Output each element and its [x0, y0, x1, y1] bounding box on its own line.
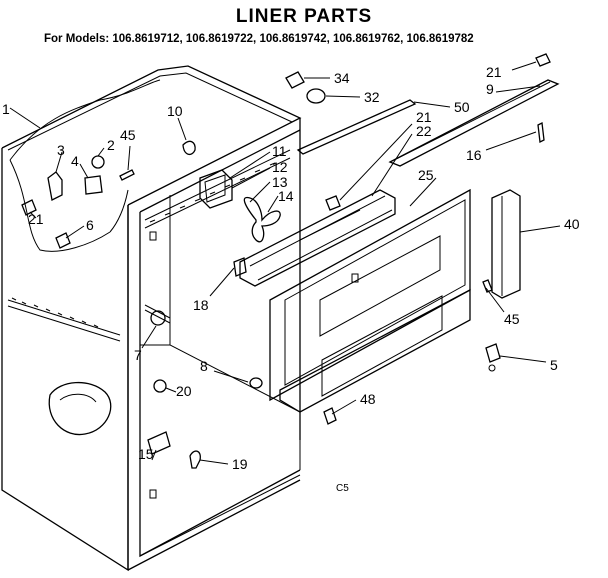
part-5-icon	[485, 343, 501, 363]
part-3-icon	[47, 171, 63, 201]
callouts: 1 2 3 4 45 10 21 6 11 12 13 14 18 7 8 20…	[2, 64, 580, 494]
cabinet-liner	[1, 65, 302, 572]
callout-34: 34	[334, 70, 350, 86]
part-12-fan-motor-icon	[199, 169, 233, 209]
callout-25: 25	[418, 167, 434, 183]
part-10-icon	[182, 140, 196, 156]
callout-8: 8	[200, 358, 208, 374]
callout-40: 40	[564, 216, 580, 232]
part-19-icon	[189, 450, 201, 469]
part-40-icon	[491, 189, 521, 299]
callout-45-right: 45	[504, 311, 520, 327]
callout-6: 6	[86, 217, 94, 233]
part-6-icon	[55, 232, 71, 249]
part-48-icon	[323, 407, 337, 425]
diagram-title: LINER PARTS	[235, 6, 373, 27]
parts-left	[21, 140, 281, 469]
part-21-left-icon	[325, 195, 341, 211]
callout-21-upper: 21	[416, 109, 432, 125]
callout-9: 9	[486, 81, 494, 97]
part-8-icon	[249, 377, 263, 389]
part-45-screw-icon	[482, 279, 493, 293]
part-18-icon	[233, 257, 247, 277]
callout-10: 10	[167, 103, 183, 119]
diagram-code: C5	[336, 483, 349, 494]
callout-19: 19	[232, 456, 248, 472]
part-7-icon	[150, 310, 166, 326]
callout-5: 5	[550, 357, 558, 373]
part-15-icon	[147, 431, 171, 455]
callout-2: 2	[107, 137, 115, 153]
callout-22: 22	[416, 123, 432, 139]
part-4-icon	[84, 175, 103, 195]
part-45-screw-icon	[119, 169, 135, 181]
leader-lines	[9, 61, 561, 465]
parts-right-upper	[239, 53, 560, 425]
callout-13: 13	[272, 174, 288, 190]
callout-48: 48	[360, 391, 376, 407]
callout-14: 14	[278, 188, 294, 204]
part-9-trim-icon	[388, 79, 560, 167]
part-34-icon	[285, 71, 305, 89]
callout-50: 50	[454, 99, 470, 115]
callout-45-left: 45	[120, 127, 136, 143]
part-16-screw-icon	[537, 122, 545, 143]
callout-11: 11	[272, 143, 287, 159]
part-20-icon	[153, 379, 167, 393]
part-32-icon	[306, 88, 326, 104]
callout-20: 20	[176, 383, 192, 399]
callout-12: 12	[272, 159, 288, 175]
callout-4: 4	[71, 153, 79, 169]
callout-21-left: 21	[28, 211, 44, 227]
callout-3: 3	[57, 142, 65, 158]
part-21-clip-icon	[535, 53, 551, 67]
callout-16: 16	[466, 147, 482, 163]
part-22-control-icon	[239, 189, 396, 287]
part-13-fan-blade-icon	[243, 196, 281, 243]
callout-18: 18	[193, 297, 209, 313]
callout-7: 7	[134, 347, 142, 363]
part-50-trim-icon	[296, 99, 417, 155]
part-21-icon	[21, 199, 37, 216]
callout-32: 32	[364, 89, 380, 105]
part-2-icon	[91, 155, 105, 169]
callout-21-right: 21	[486, 64, 502, 80]
callout-15: 15	[138, 446, 154, 462]
models-subtitle: For Models: 106.8619712, 106.8619722, 10…	[44, 33, 474, 45]
callout-1: 1	[2, 101, 10, 117]
